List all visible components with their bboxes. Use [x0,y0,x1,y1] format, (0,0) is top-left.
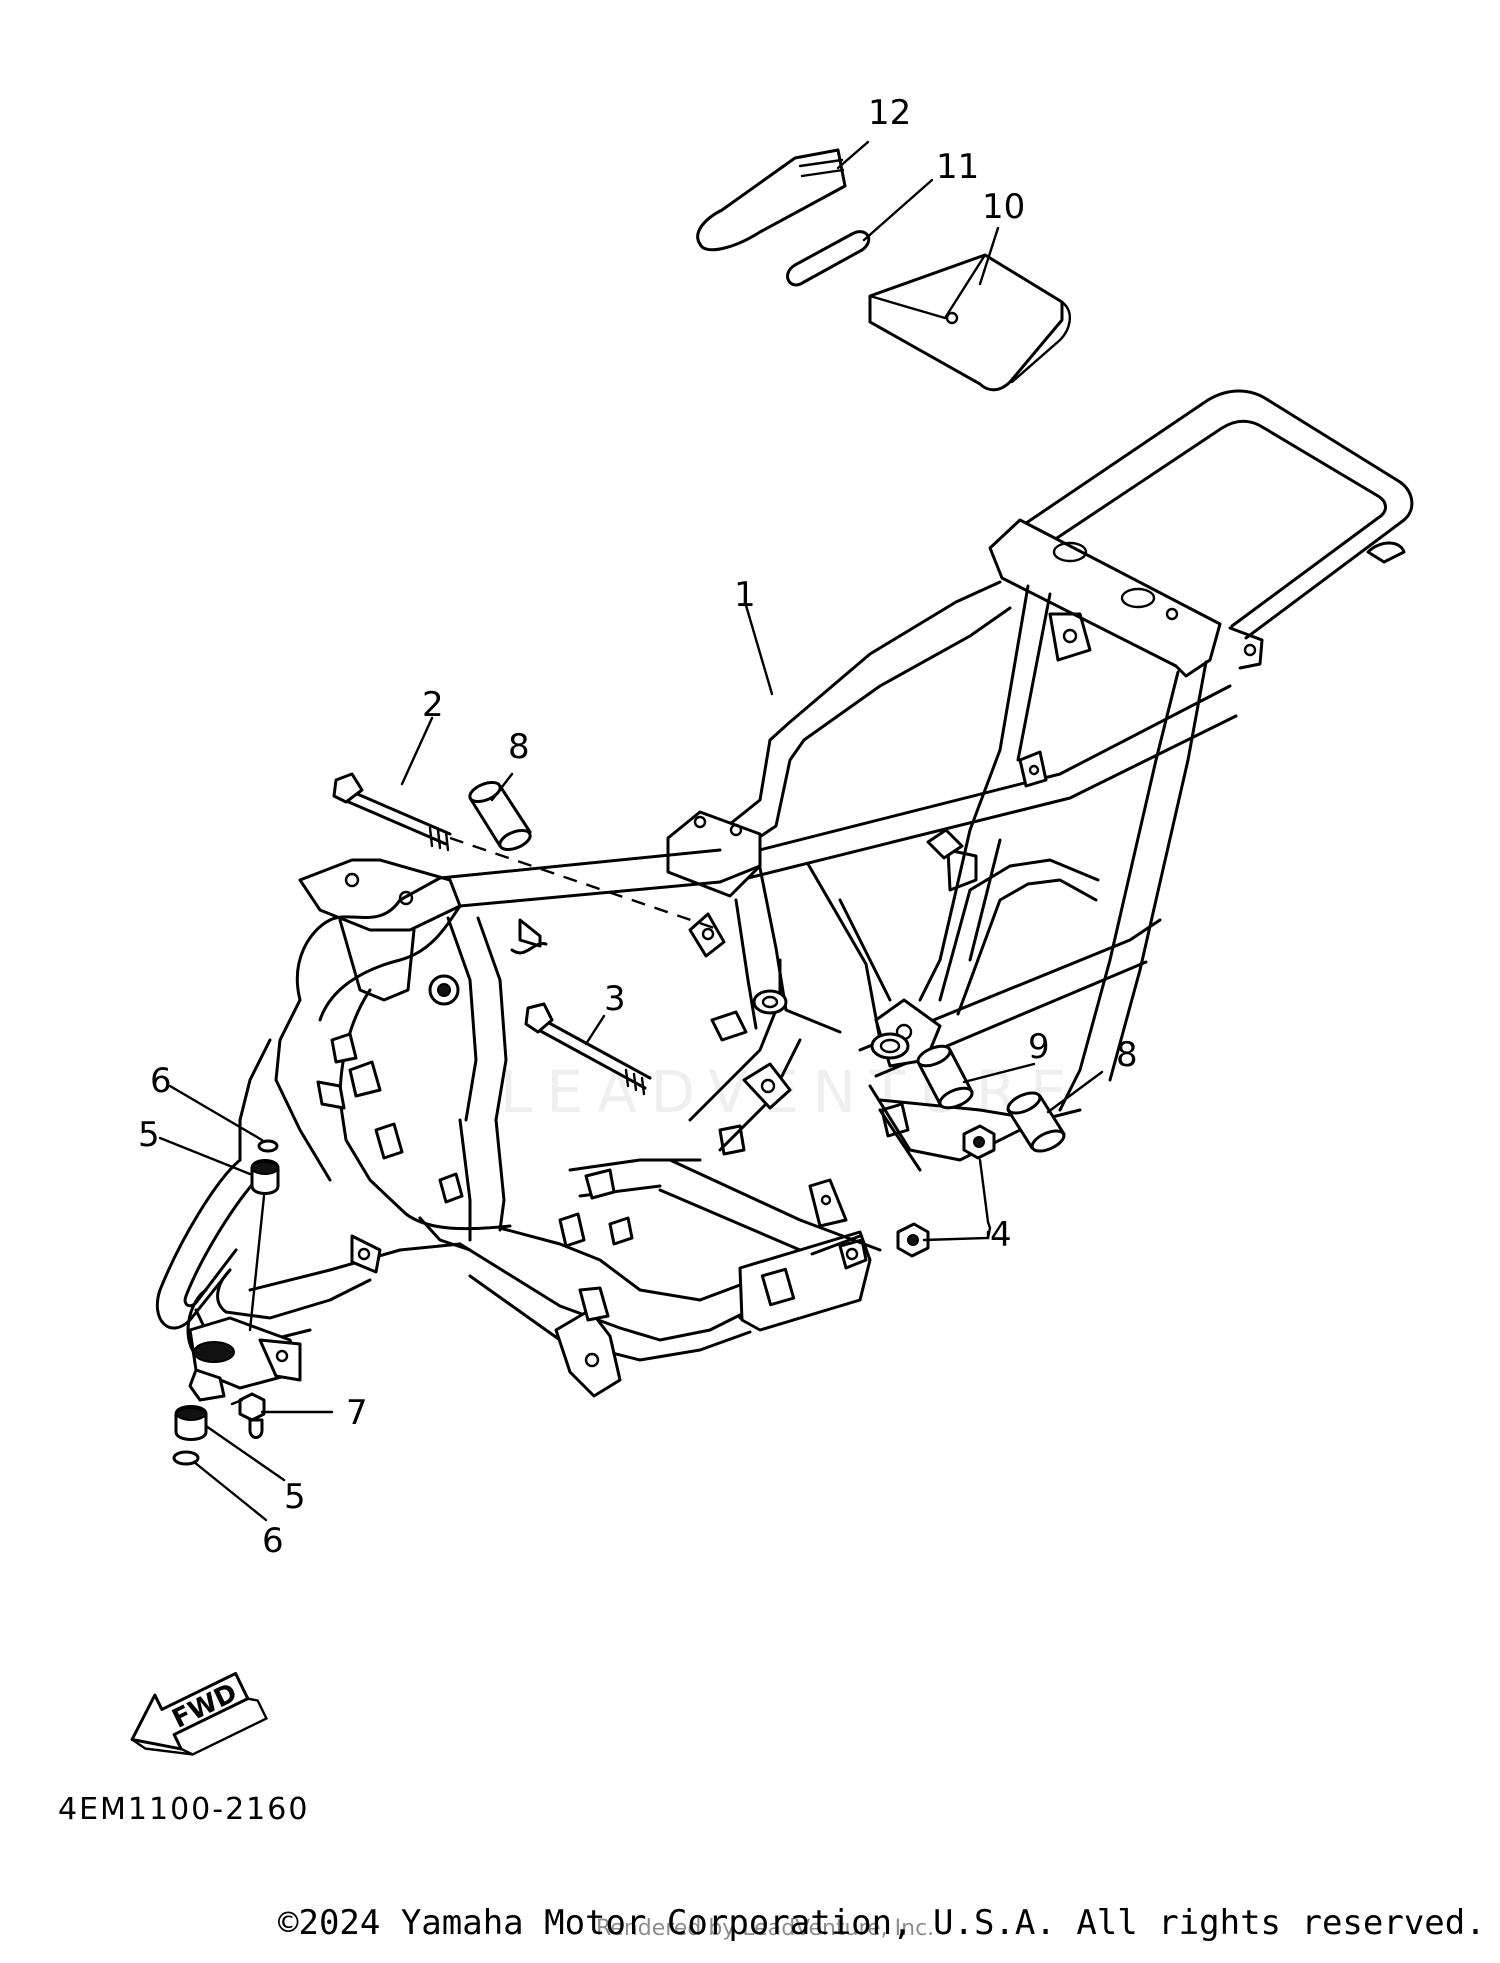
fwd-label: FWD [168,1678,242,1735]
callout-5-lower: 5 [284,1477,306,1517]
part-8-collar-upper [468,780,532,852]
callout-3: 3 [604,979,626,1019]
copyright-notice: ©2024 Yamaha Motor Corporation, U.S.A. A… [278,1903,1486,1943]
callout-10: 10 [982,187,1025,227]
callout-9: 9 [1028,1027,1050,1067]
part-2-bolt [332,772,721,932]
part-4-nut-lower [896,1222,930,1258]
part-3-bolt [524,1002,652,1096]
callout-8-upper: 8 [508,727,530,767]
callout-labels: 1 2 3 4 5 5 6 6 7 8 8 9 10 11 12 [138,93,1138,1561]
callout-5-upper: 5 [138,1115,160,1155]
pivot-boss [710,989,910,1060]
callout-8-lower: 8 [1116,1035,1138,1075]
rendered-by-notice: Rendered by LeadVenture, Inc. [596,1916,935,1941]
callout-4: 4 [990,1215,1012,1255]
part-11-strip [786,230,871,287]
callout-2: 2 [422,685,444,725]
drawing-code: 4EM1100-2160 [58,1792,310,1827]
part-8-collar-lower [1006,1091,1066,1153]
callout-6-upper: 6 [150,1061,172,1101]
watermark: LEADVENTURE [500,1058,1081,1126]
callout-1: 1 [734,575,756,615]
part-9-collar [916,1044,974,1110]
part-4-nut-upper [962,1124,996,1160]
callout-11: 11 [936,147,979,187]
part-5-damper-lower [174,1405,208,1441]
callout-6-lower: 6 [262,1521,284,1561]
part-6-washer-lower [172,1450,200,1466]
part-7-bolt [230,1392,266,1439]
callout-7: 7 [346,1393,368,1433]
part-10-tool-bag [868,253,1071,392]
fwd-arrow-icon: FWD [130,1671,269,1756]
part-12-strap [696,148,847,252]
part-6-washer-upper [257,1139,279,1153]
callout-12: 12 [868,93,911,133]
leader-lines [158,140,1104,1522]
part-1-frame [155,389,1414,1402]
part-5-damper-upper [250,1159,280,1195]
